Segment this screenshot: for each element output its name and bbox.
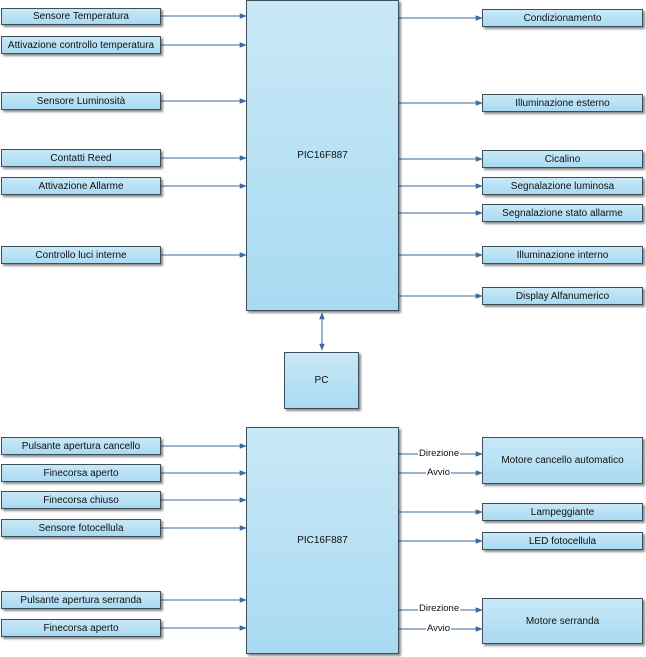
pc-box: PC: [284, 352, 359, 409]
edge-label-gate-direzione: Direzione: [418, 448, 461, 459]
input-sensore-luminosita: Sensore Luminosità: [1, 92, 161, 110]
input-pulsante-apertura-serranda: Pulsante apertura serranda: [1, 591, 161, 609]
output-motore-serranda: Motore serranda: [482, 598, 643, 644]
output-segnalazione-stato-allarme: Segnalazione stato allarme: [482, 204, 643, 222]
edge-label-gate-avvio: Avvio: [426, 467, 452, 478]
output-cicalino: Cicalino: [482, 150, 643, 168]
input-attivazione-allarme: Attivazione Allarme: [1, 177, 161, 195]
edge-label-serranda-avvio: Avvio: [426, 623, 452, 634]
edge-label-serranda-direzione: Direzione: [418, 603, 461, 614]
mcu-top-label: PIC16F887: [297, 150, 348, 161]
input-sensore-fotocellula: Sensore fotocellula: [1, 519, 161, 537]
output-condizionamento: Condizionamento: [482, 9, 643, 27]
input-finecorsa-aperto-2: Finecorsa aperto: [1, 619, 161, 637]
mcu-bottom: PIC16F887: [246, 427, 399, 654]
output-segnalazione-luminosa: Segnalazione luminosa: [482, 177, 643, 195]
input-finecorsa-aperto-1: Finecorsa aperto: [1, 464, 161, 482]
output-lampeggiante: Lampeggiante: [482, 503, 643, 521]
output-motore-cancello-automatico: Motore cancello automatico: [482, 437, 643, 484]
mcu-bottom-label: PIC16F887: [297, 535, 348, 546]
output-led-fotocellula: LED fotocellula: [482, 532, 643, 550]
output-illuminazione-interno: Illuminazione interno: [482, 246, 643, 264]
output-display-alfanumerico: Display Alfanumerico: [482, 287, 643, 305]
input-pulsante-apertura-cancello: Pulsante apertura cancello: [1, 437, 161, 455]
mcu-top: PIC16F887: [246, 0, 399, 311]
input-sensore-temperatura: Sensore Temperatura: [1, 8, 161, 25]
input-controllo-luci-interne: Controllo luci interne: [1, 246, 161, 264]
input-contatti-reed: Contatti Reed: [1, 149, 161, 167]
input-attivazione-controllo-temperatura: Attivazione controllo temperatura: [1, 36, 161, 54]
output-illuminazione-esterno: Illuminazione esterno: [482, 94, 643, 112]
input-finecorsa-chiuso: Finecorsa chiuso: [1, 491, 161, 509]
